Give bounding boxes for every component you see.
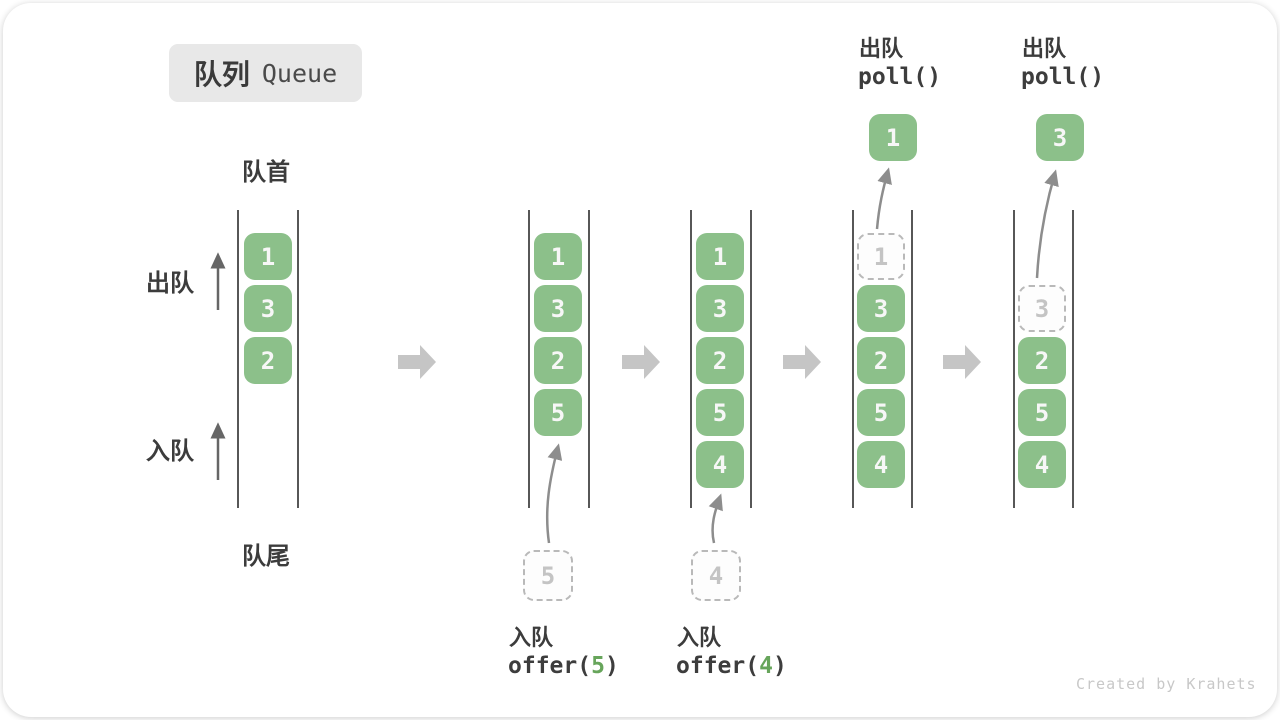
queue5-wall-right [1072, 210, 1074, 508]
queue2-op-code: offer(5) [508, 653, 619, 679]
queue4-box: 4 [857, 441, 905, 488]
queue2-wall-right [588, 210, 590, 508]
queue3-box: 3 [696, 285, 744, 332]
queue2-wall-left [528, 210, 530, 508]
queue1-wall-left [237, 210, 239, 508]
queue5-box: 5 [1018, 389, 1066, 436]
queue2-op-label: 入队 [509, 625, 554, 650]
queue5-polled-box: 3 [1036, 114, 1084, 161]
queue5-box: 2 [1018, 337, 1066, 384]
label-enqueue: 入队 [146, 438, 194, 465]
queue3-box: 2 [696, 337, 744, 384]
queue4-box: 3 [857, 285, 905, 332]
code-arg: 4 [759, 653, 773, 679]
queue3-op-code: offer(4) [676, 653, 787, 679]
queue3-box: 1 [696, 233, 744, 280]
queue4-op-code: poll() [858, 64, 942, 90]
canvas-card [3, 3, 1277, 717]
label-queue-rear: 队尾 [242, 543, 290, 570]
queue3-wall-right [750, 210, 752, 508]
code-prefix: offer( [508, 653, 592, 679]
queue1-box: 1 [244, 233, 292, 280]
code-arg: 5 [591, 653, 605, 679]
code-suffix: ) [772, 653, 787, 679]
queue2-box: 3 [534, 285, 582, 332]
queue4-wall-left [852, 210, 854, 508]
queue2-box: 1 [534, 233, 582, 280]
queue1-box: 2 [244, 337, 292, 384]
queue2-box: 2 [534, 337, 582, 384]
queue5-removed-box: 3 [1018, 285, 1066, 332]
queue3-box: 4 [696, 441, 744, 488]
queue5-box: 4 [1018, 441, 1066, 488]
queue3-box: 5 [696, 389, 744, 436]
queue3-wall-left [690, 210, 692, 508]
title-en: Queue [261, 58, 338, 88]
label-queue-front: 队首 [242, 159, 290, 186]
title-badge: 队列 Queue [169, 44, 362, 102]
queue3-op-label: 入队 [677, 625, 722, 650]
queue4-wall-right [911, 210, 913, 508]
queue2-box: 5 [534, 389, 582, 436]
queue1-box: 3 [244, 285, 292, 332]
code-prefix: offer( [676, 653, 760, 679]
queue1-wall-right [297, 210, 299, 508]
queue3-incoming-box: 4 [691, 550, 741, 601]
title-zh: 队列 [193, 59, 250, 90]
queue5-op-code: poll() [1021, 64, 1105, 90]
label-dequeue: 出队 [146, 270, 194, 297]
queue4-box: 2 [857, 337, 905, 384]
watermark: Created by Krahets [1076, 675, 1257, 693]
queue4-box: 5 [857, 389, 905, 436]
queue5-wall-left [1013, 210, 1015, 508]
code-suffix: ) [604, 653, 619, 679]
queue2-incoming-box: 5 [523, 550, 573, 601]
queue4-polled-box: 1 [869, 114, 917, 161]
queue4-removed-box: 1 [857, 233, 905, 280]
queue5-op-label: 出队 [1022, 36, 1067, 61]
queue4-op-label: 出队 [859, 36, 904, 61]
